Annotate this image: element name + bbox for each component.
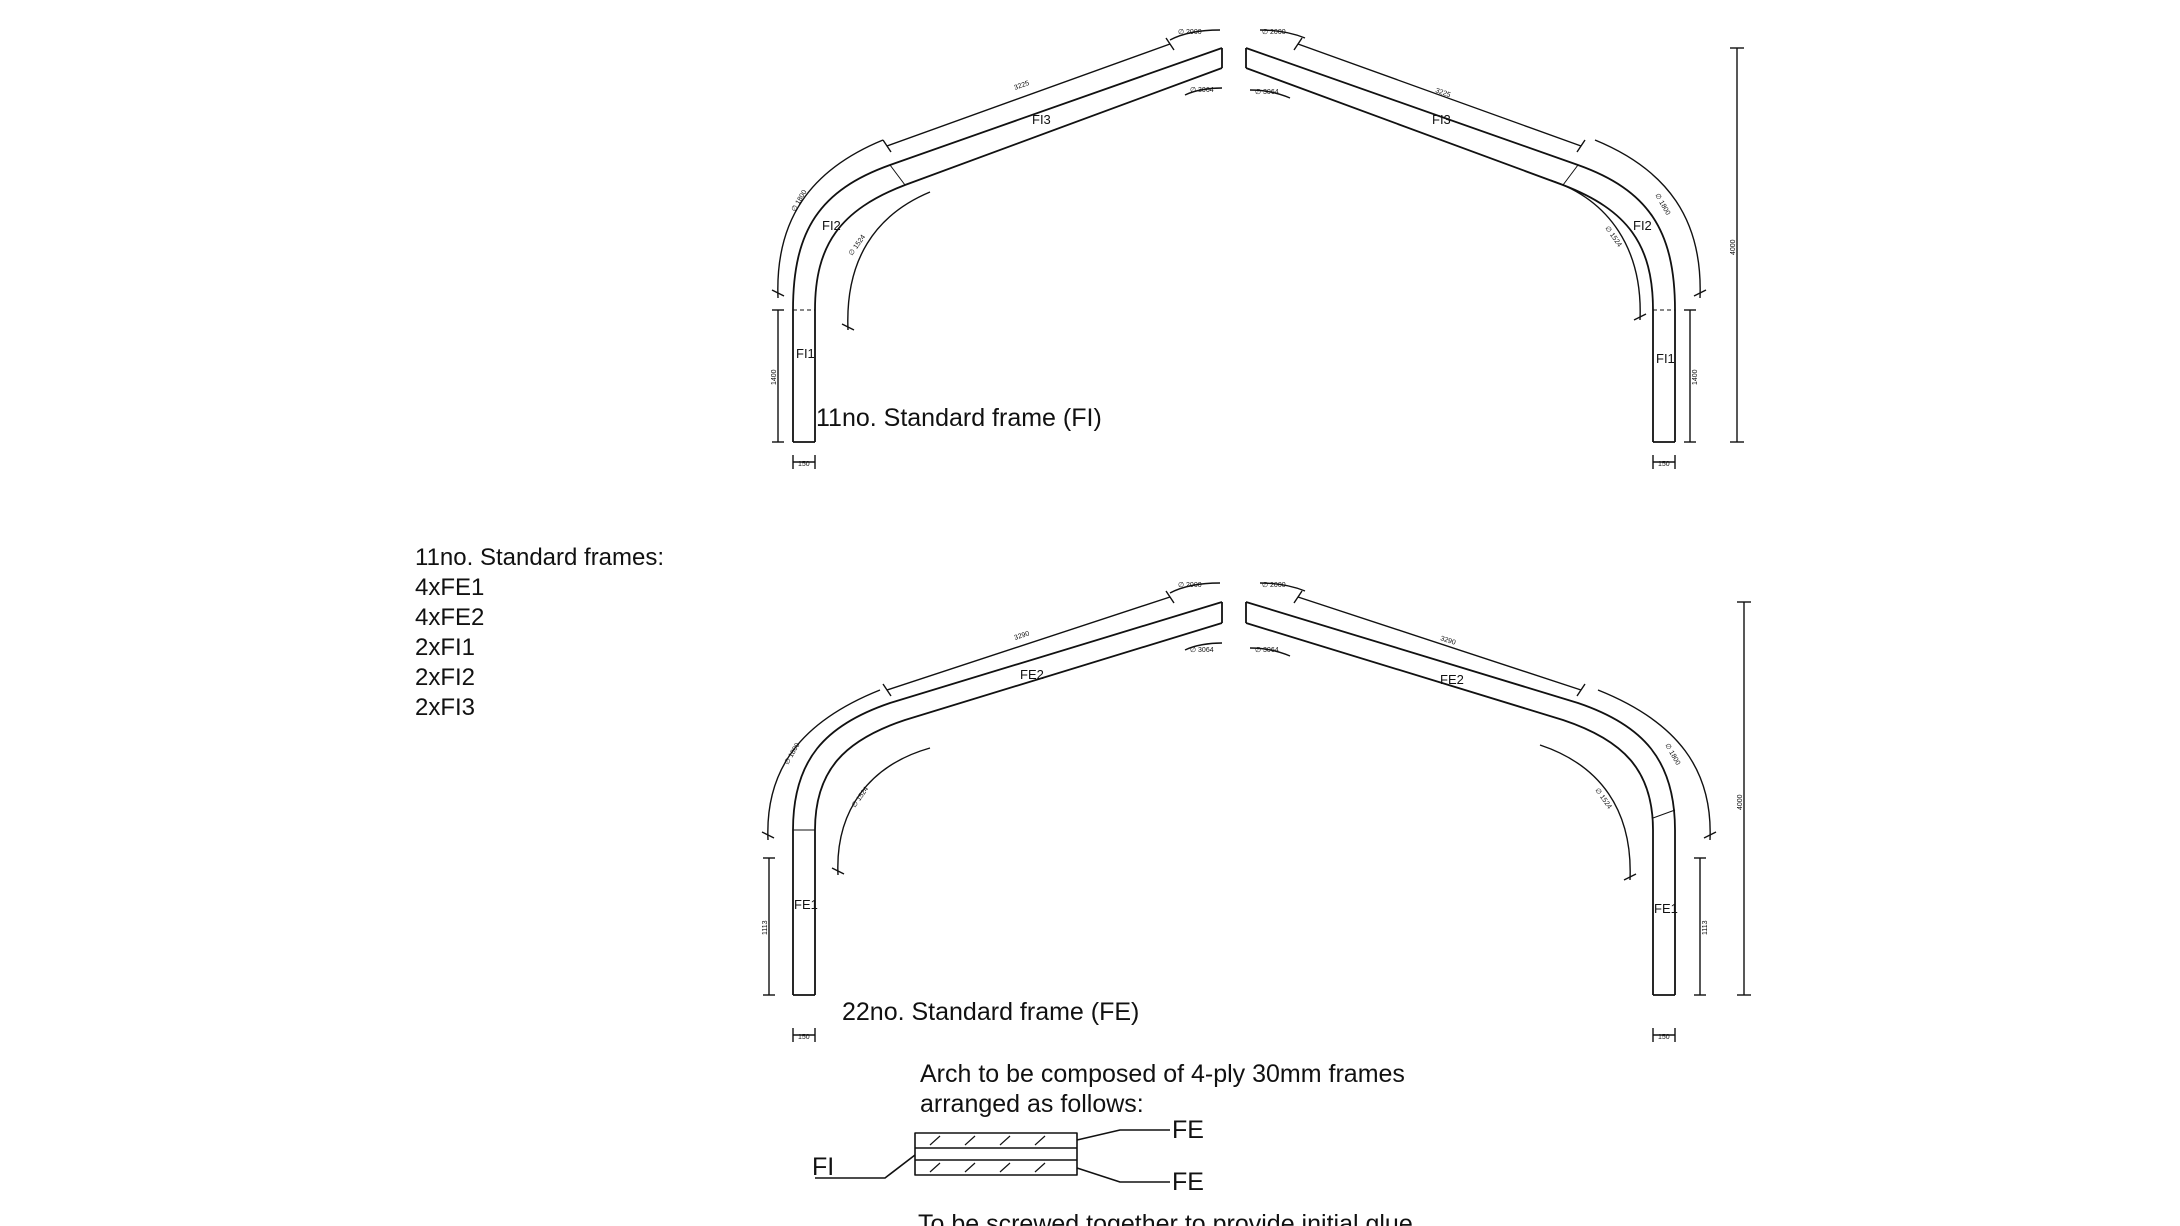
fe-width-dim: 150: [798, 1034, 810, 1041]
schedule-title: 11no. Standard frames:: [415, 544, 665, 571]
fe-right-outer-edge: [1245, 601, 1676, 995]
fe-caption: 22no. Standard frame (FE): [842, 998, 1139, 1026]
schedule-item: 4xFE2: [415, 604, 485, 631]
fe-arc-outer-dim: ∅ 1800: [784, 742, 802, 766]
fi-arc-outer-dim: ∅ 1800: [1653, 193, 1671, 217]
fi-rafter-label-left: FI3: [1032, 112, 1051, 127]
fi-left-outer-edge: [792, 47, 1223, 442]
fe-apex-outer-dim: ∅ 2000: [1262, 582, 1286, 589]
fe-rafter-label-left: FE2: [1020, 667, 1044, 682]
fi-apex-outer-dim: ∅ 2000: [1262, 29, 1286, 36]
schedule-item: 2xFI1: [415, 634, 476, 661]
fi-dimensions: [771, 29, 1744, 469]
note-line-3: To be screwed together to provide initia…: [918, 1210, 1413, 1226]
fe-frame: [761, 582, 1751, 1042]
fe-left-inner-edge: [814, 622, 1223, 995]
fe-dimensions: [761, 582, 1751, 1042]
ply-label-fe-bottom: FE: [1172, 1168, 1204, 1196]
fe-width-dim: 150: [1658, 1034, 1670, 1041]
fi-frame: [771, 29, 1744, 469]
fe-arc-outer-dim: ∅ 1800: [1663, 743, 1681, 767]
fi-arc-outer-dim: ∅ 1800: [791, 189, 809, 213]
fe-arc-inner-dim: ∅ 1524: [851, 786, 870, 809]
fi-right-outer-edge: [1245, 47, 1676, 442]
fi-arc-inner-dim: ∅ 1524: [1603, 225, 1622, 248]
fi-width-dim: 150: [1658, 461, 1670, 468]
fi-leg-label-left: FI1: [796, 346, 815, 361]
fi-leg-label-right: FI1: [1656, 351, 1675, 366]
fe-height-dim: 4000: [1737, 794, 1744, 810]
fi-left-inner-edge: [814, 67, 1223, 442]
ply-label-fi: FI: [812, 1153, 834, 1181]
fi-arc-inner-dim: ∅ 1524: [848, 234, 867, 257]
fe-leg-dim: 1113: [762, 920, 769, 935]
fe-apex-inner-dim: ∅ 3064: [1255, 647, 1279, 654]
fi-caption: 11no. Standard frame (FI): [816, 404, 1102, 432]
fi-right-inner-edge: [1245, 67, 1654, 442]
fe-leg-label-right: FE1: [1654, 901, 1678, 916]
fi-height-dim: 4000: [1730, 239, 1737, 255]
fi-apex-inner-dim: ∅ 3064: [1255, 89, 1279, 96]
ply-label-fe-top: FE: [1172, 1116, 1204, 1144]
fi-rafter-dim: 3225: [1013, 80, 1030, 92]
fi-rafter-label-right: FI3: [1432, 112, 1451, 127]
note-line-2: arranged as follows:: [920, 1090, 1144, 1118]
fi-leg-dim: 1400: [771, 369, 778, 385]
fi-apex-outer-dim: ∅ 2000: [1178, 29, 1202, 36]
schedule-item: 4xFE1: [415, 574, 485, 601]
fe-arc-inner-dim: ∅ 1524: [1593, 787, 1612, 810]
fi-bend-label-left: FI2: [822, 218, 841, 233]
fe-apex-inner-dim: ∅ 3064: [1190, 647, 1214, 654]
fe-left-outer-edge: [792, 601, 1223, 995]
ply-section-detail: [815, 1129, 1170, 1183]
fi-leg-dim: 1400: [1692, 369, 1699, 385]
fe-right-inner-edge: [1245, 622, 1654, 995]
fe-apex-outer-dim: ∅ 2000: [1178, 582, 1202, 589]
fi-rafter-dim: 3225: [1434, 87, 1451, 99]
fe-leg-label-left: FE1: [794, 897, 818, 912]
frame-schedule: 11no. Standard frames: 4xFE1 4xFE2 2xFI1…: [415, 543, 664, 723]
fi-bend-label-right: FI2: [1633, 218, 1652, 233]
fe-leg-dim: 1113: [1702, 920, 1709, 935]
schedule-item: 2xFI2: [415, 664, 476, 691]
fe-rafter-dim: 3290: [1439, 635, 1456, 647]
fe-rafter-label-right: FE2: [1440, 672, 1464, 687]
note-line-1: Arch to be composed of 4-ply 30mm frames: [920, 1060, 1405, 1088]
fi-apex-inner-dim: ∅ 3064: [1190, 87, 1214, 94]
schedule-item: 2xFI3: [415, 694, 476, 721]
fe-rafter-dim: 3290: [1013, 630, 1030, 642]
fi-width-dim: 150: [798, 461, 810, 468]
